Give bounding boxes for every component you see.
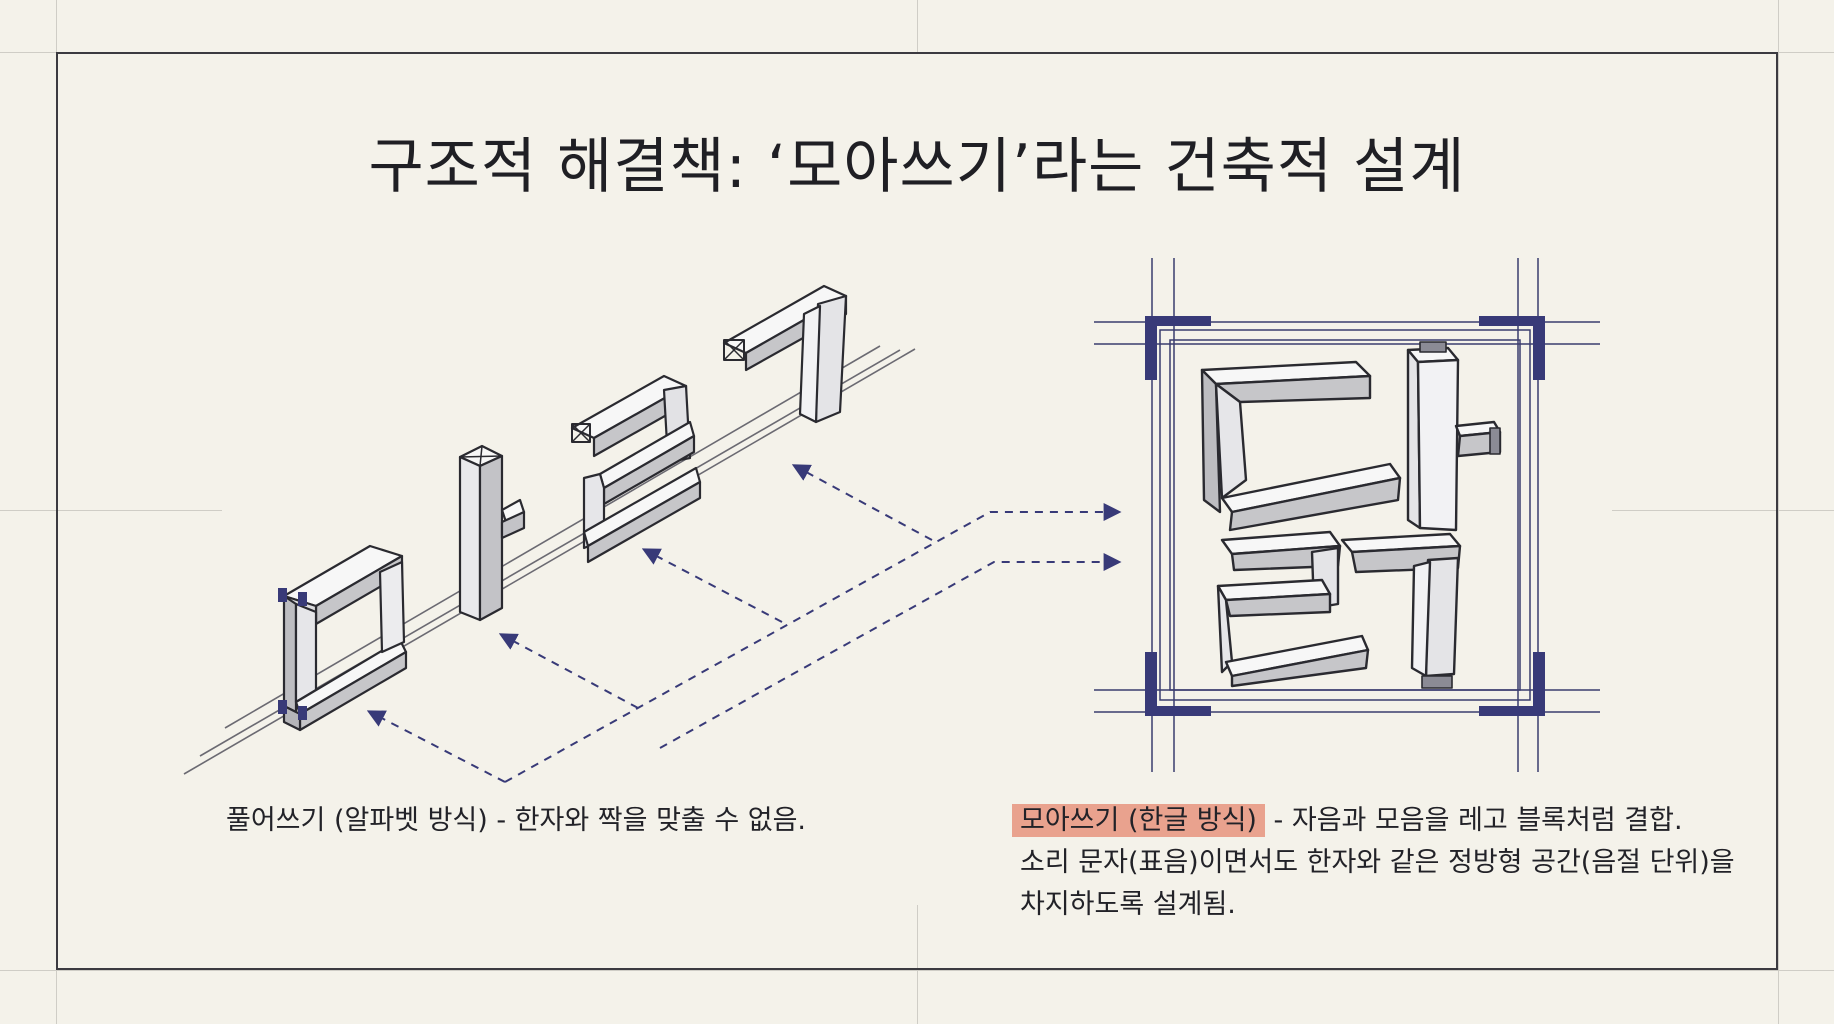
slide-title: 구조적 해결책: ‘모아쓰기’라는 건축적 설계 — [368, 132, 1466, 202]
caption-line-3: 차지하도록 설계됨. — [1020, 889, 1236, 920]
block-letter-g — [1340, 532, 1462, 689]
assembled-caption: 모아쓰기 (한글 방식) - 자음과 모음을 레고 블록처럼 결합. 소리 문자… — [1012, 800, 1760, 926]
syllable-grid-lines — [1094, 258, 1600, 772]
caption-line-1: 모아쓰기 (한글 방식) - 자음과 모음을 레고 블록처럼 결합. — [1012, 800, 1760, 842]
guide-line — [917, 970, 918, 1024]
joint-bracket-icon — [278, 588, 307, 720]
guide-line — [917, 0, 918, 52]
highlight-label: 모아쓰기 (한글 방식) — [1012, 804, 1265, 837]
isometric-letter-g — [722, 284, 848, 424]
caption-line-1-rest: - 자음과 모음을 레고 블록처럼 결합. — [1264, 805, 1683, 836]
guide-line — [1778, 0, 1779, 1024]
assembly-arrows — [366, 464, 1122, 783]
guide-line — [0, 510, 222, 511]
corner-bracket-icon — [1145, 316, 1545, 716]
block-letter-d — [1200, 360, 1402, 532]
isometric-letter-a — [458, 444, 526, 622]
guide-line — [1612, 510, 1834, 511]
slide-frame — [56, 52, 1778, 970]
block-letter-r — [1216, 530, 1370, 688]
isometric-letter-r — [570, 374, 702, 564]
isometric-letter-d — [282, 544, 408, 732]
block-letter-a — [1406, 341, 1502, 532]
unwritten-caption: 풀어쓰기 (알파벳 방식) - 한자와 짝을 맞출 수 없음. — [226, 805, 807, 836]
caption-line-2: 소리 문자(표음)이면서도 한자와 같은 정방형 공간(음절 단위)을 — [1020, 847, 1735, 878]
guide-line — [917, 905, 918, 970]
